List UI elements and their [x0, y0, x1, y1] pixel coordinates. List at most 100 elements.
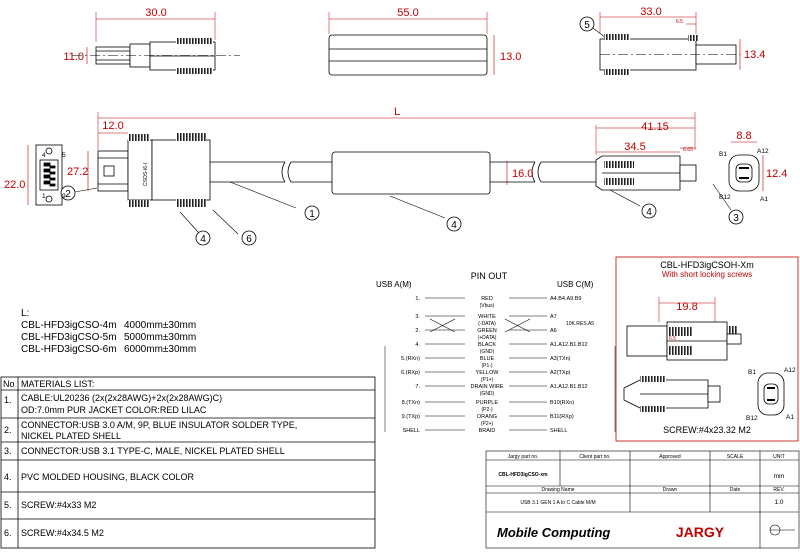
length-value-2: 5000mm±30mm — [124, 332, 196, 343]
variant-frame — [615, 256, 799, 442]
material-no-6: 6. — [4, 528, 12, 538]
length-value-1: 4000mm±30mm — [124, 320, 196, 331]
dim-22: 22.0 — [4, 179, 25, 191]
materials-list: No MATERIALS LIST: 1. CABLE:UL20236 (2x(… — [3, 379, 297, 538]
pin-left-9: 9.(TXp) — [402, 414, 421, 420]
pin-name-5: BLUE — [480, 356, 495, 362]
material-no-5: 5. — [4, 500, 12, 510]
materials-no-header: No — [3, 379, 15, 389]
variant-pin-b12: B12 — [746, 415, 758, 422]
pin-right-1: A4.B4.A9.B9 — [550, 296, 582, 302]
callout-4b: 4 — [451, 220, 457, 231]
dim-variant-6-5: 6.5 — [669, 336, 676, 342]
pin-right-7: A1.A12.B1.B12 — [550, 384, 588, 390]
tb-brand-mobile: Mobile Computing — [497, 525, 610, 540]
pinout-right-header: USB C(M) — [557, 280, 594, 289]
dim-16: 16.0 — [512, 168, 533, 180]
pin-signal-5: (P1-) — [481, 363, 492, 369]
pin-right-3: A6 — [550, 328, 557, 334]
pin-name-9: ORANG — [477, 414, 497, 420]
pin-signal-7: (GND) — [480, 391, 495, 397]
pin-right-5: A3(TXn) — [550, 356, 571, 362]
tb-jargy-header: Jargy part no. — [508, 454, 539, 460]
callout-labels: 2 1 4 6 4 4 3 5 — [65, 20, 739, 245]
callout-4a: 4 — [200, 234, 206, 245]
variant-labels: CBL-HFD3igCSOH-Xm With short locking scr… — [660, 260, 796, 435]
dim-13: 13.0 — [500, 51, 521, 63]
pin-left-5: 5.(RXn) — [401, 356, 420, 362]
pin-signal-1: (Vbus) — [480, 303, 495, 309]
pin-signal-6: (P1+) — [481, 377, 494, 383]
dim-12: 12.0 — [102, 120, 123, 132]
connector-pin-labels: 4 5 1 9 B1 A12 B12 A1 CSOS-I6-I — [42, 148, 769, 203]
dim-55: 55.0 — [397, 7, 418, 19]
dim-11: 11.0 — [63, 51, 84, 63]
typec-pin-b1: B1 — [719, 151, 727, 158]
pin-left-2: 3. — [415, 314, 420, 320]
top-view-type-c — [579, 12, 741, 75]
lengths-list: L: CBL-HFD3igCSO-4m 4000mm±30mm CBL-HFD3… — [21, 308, 196, 355]
callout-1: 1 — [309, 209, 315, 220]
material-1-line-1: CABLE:UL20236 (2x(2x28AWG)+2x(2x28AWG)C) — [21, 393, 222, 403]
pinout-title: PIN OUT — [471, 271, 508, 281]
dim-41-15: 41.15 — [641, 121, 669, 133]
pin-left-1: 1. — [415, 296, 420, 302]
dim-L: L — [394, 106, 400, 118]
pin-name-10: BRAID — [479, 428, 496, 434]
material-4-line-1: PVC MOLDED HOUSING, BLACK COLOR — [21, 472, 195, 482]
material-no-3: 3. — [4, 446, 12, 456]
material-no-1: 1. — [4, 395, 12, 405]
dim-34-5: 34.5 — [624, 141, 645, 153]
material-5-line-1: SCREW:#4x33 M2 — [21, 500, 96, 510]
usb-a-pin-5: 5 — [62, 152, 66, 159]
pin-name-1: RED — [481, 296, 493, 302]
material-no-2: 2. — [4, 425, 12, 435]
pin-name-4: BLACK — [478, 342, 496, 348]
pin-right-4: A1.A12.B1.B12 — [550, 342, 588, 348]
overmold-text: CSOS-I6-I — [143, 163, 149, 186]
variant-subtitle: With short locking screws — [662, 270, 752, 279]
tb-unit: mm — [774, 473, 785, 480]
variant-screw: SCREW:#4x23.32 M2 — [663, 425, 751, 435]
tb-scale-header: SCALE — [727, 454, 744, 460]
top-view-housing — [328, 12, 495, 76]
tb-rev: 1.0 — [774, 499, 783, 506]
pinout-note: 10K.RES.A5 — [566, 321, 594, 327]
tb-rev-header: REV. — [773, 487, 784, 493]
pin-name-8: PURPLE — [476, 400, 498, 406]
top-view-usb-a — [72, 12, 240, 74]
pin-signal-3: (+DATA) — [478, 335, 497, 341]
usb-a-pin-4: 4 — [42, 152, 46, 159]
pin-name-6: YELLOW — [476, 370, 500, 376]
pin-left-6: 6.(RXp) — [401, 370, 420, 376]
pin-left-7: 7. — [415, 384, 420, 390]
variant-pin-b1: B1 — [748, 369, 756, 376]
pin-name-2: WHITE — [478, 314, 496, 320]
pin-signal-2: (-DATA) — [478, 321, 496, 327]
materials-header: MATERIALS LIST: — [21, 379, 94, 389]
variant-pin-a1: A1 — [786, 414, 794, 421]
pinout-table: PIN OUT USB A(M) USB C(M) 1.RED(Vbus)A4.… — [376, 271, 594, 434]
material-6-line-1: SCREW:#4x34.5 M2 — [21, 528, 104, 538]
variant-drawing — [623, 297, 785, 416]
callout-5: 5 — [584, 20, 590, 31]
dim-6-5: 6.5 — [676, 19, 683, 25]
dim-19-8: 19.8 — [676, 301, 697, 313]
variant-title: CBL-HFD3igCSOH-Xm — [660, 260, 754, 270]
dim-13-4: 13.4 — [744, 49, 765, 61]
material-1-line-2: OD:7.0mm PUR JACKET COLOR:RED LILAC — [21, 405, 207, 415]
callout-4c: 4 — [646, 207, 652, 218]
dim-27-2: 27.2 — [67, 166, 88, 178]
materials-grid — [0, 376, 376, 549]
typec-pin-a12: A12 — [757, 148, 769, 155]
usb-a-pin-1: 1 — [42, 193, 46, 200]
dim-30: 30.0 — [145, 7, 166, 19]
typec-pin-b12: B12 — [719, 194, 731, 201]
dimension-labels: 30.0 11.0 55.0 13.0 33.0 6.5 13.4 L 12.0… — [4, 6, 787, 342]
pin-name-3: GREEN — [477, 328, 497, 334]
callout-2: 2 — [65, 189, 71, 200]
pin-left-10: SHELL — [403, 428, 420, 434]
material-no-4: 4. — [4, 472, 12, 482]
tb-brand-jargy: JARGY — [676, 524, 725, 540]
